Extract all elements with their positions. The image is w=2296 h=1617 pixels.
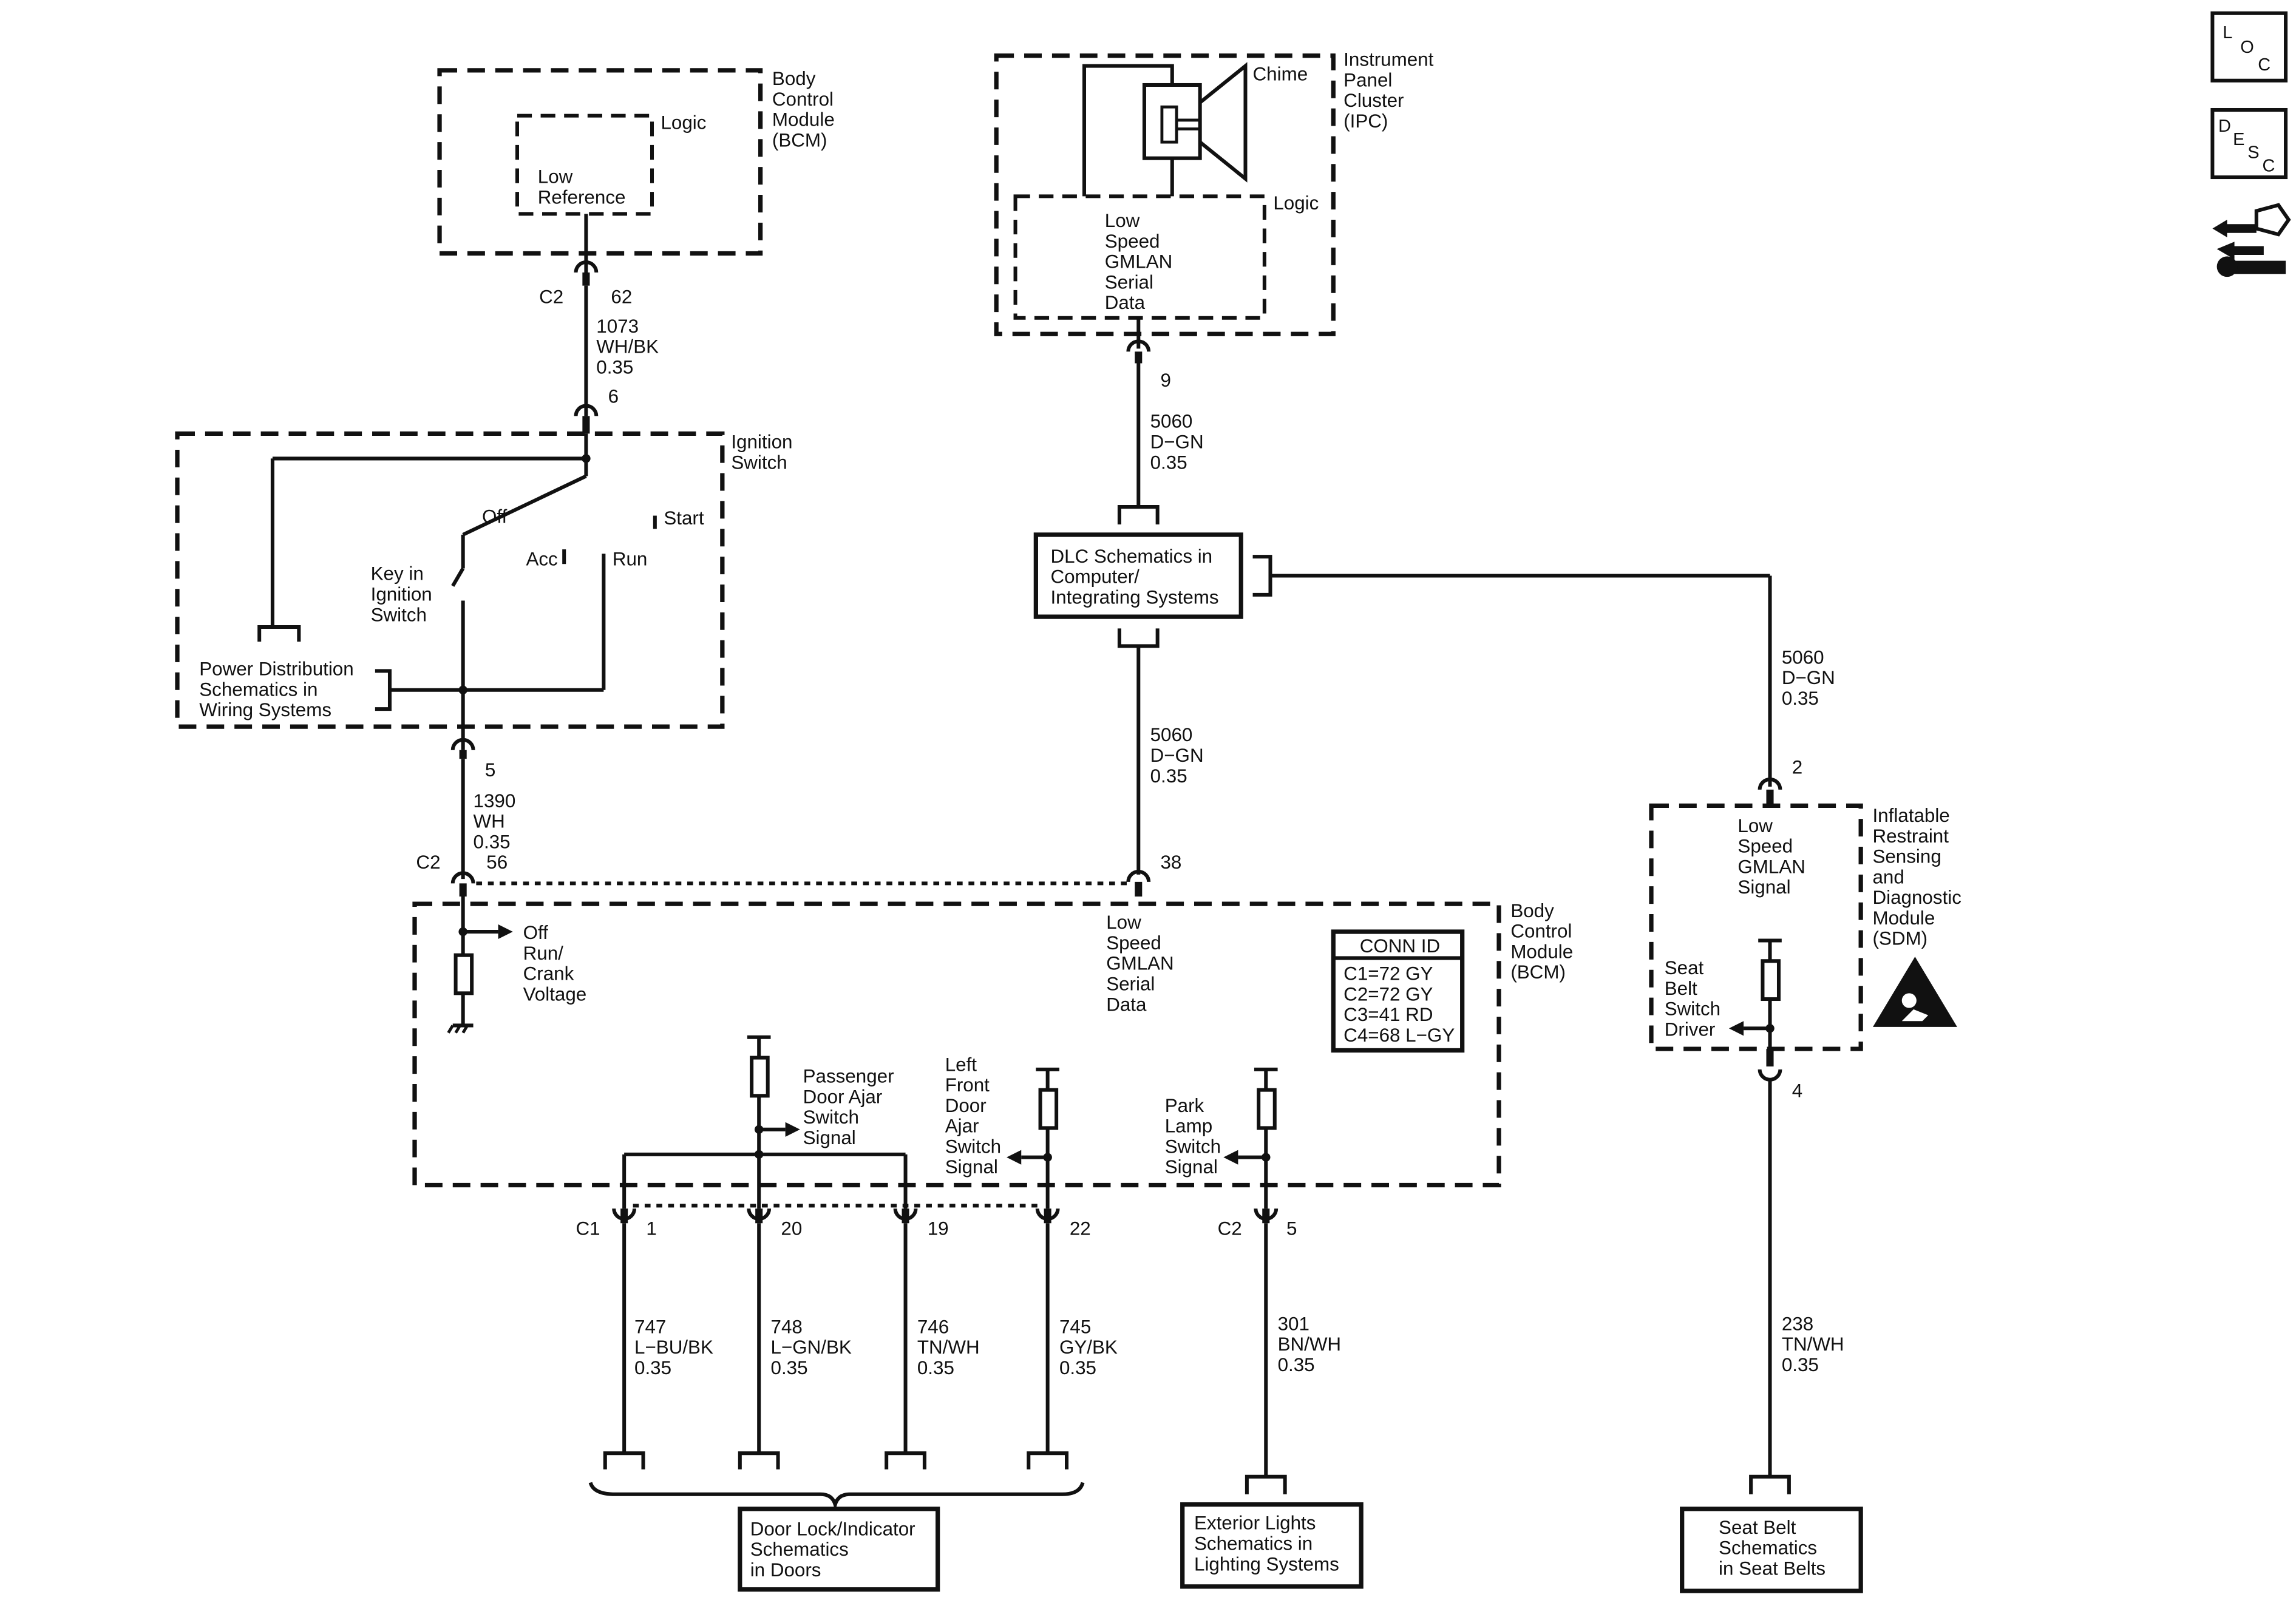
seat-belt-driver-label: Seat Belt Switch Driver bbox=[1665, 957, 1726, 1040]
chime-speaker-icon bbox=[1142, 62, 1248, 183]
conn-id-table: CONN ID C1=72 GY C2=72 GY C3=41 RD C4=68… bbox=[1331, 929, 1465, 1053]
exterior-lights-ref: Exterior Lights Schematics in Lighting S… bbox=[1180, 1502, 1364, 1589]
wire-748-label: 748 L−GN/BK 0.35 bbox=[771, 1316, 857, 1378]
svg-text:Seat Belt Schematics: Seat Belt Schematics in Seat Belts bbox=[1719, 1517, 1826, 1579]
connector-tools-icon[interactable] bbox=[2212, 203, 2291, 277]
bcm-gmlan-label: Low Speed GMLAN Serial Data bbox=[1106, 912, 1179, 1015]
svg-text:CONN ID: CONN ID bbox=[1360, 935, 1440, 957]
connector-pin-9: 9 5060 D−GN 0.35 bbox=[1126, 339, 1209, 473]
svg-text:56: 56 bbox=[486, 852, 508, 873]
svg-text:C2: C2 bbox=[416, 852, 440, 873]
svg-text:19: 19 bbox=[928, 1218, 949, 1239]
park-lamp-label: Park Lamp Switch Signal bbox=[1165, 1095, 1226, 1178]
bottom-wires: 747 L−BU/BK 0.35 748 L−GN/BK 0.35 746 TN… bbox=[603, 1223, 1849, 1494]
door-lock-ref: Door Lock/Indicator Schematics in Doors bbox=[588, 1482, 1085, 1592]
svg-text:2: 2 bbox=[1792, 756, 1802, 778]
bcm-bottom-title: Body Control Module (BCM) bbox=[1510, 900, 1578, 983]
svg-text:S: S bbox=[2247, 143, 2259, 163]
bcm-top-title: Body Control Module (BCM) bbox=[772, 68, 840, 151]
seat-belt-ref: Seat Belt Schematics in Seat Belts bbox=[1680, 1507, 1863, 1593]
connector-pin-38: 38 bbox=[1126, 852, 1181, 897]
svg-text:Run: Run bbox=[613, 549, 648, 570]
bcm-top-low-ref-label: Low Reference bbox=[538, 166, 626, 208]
svg-text:Door Lock/Indicator Sche: Door Lock/Indicator Schematics in Doors bbox=[750, 1518, 921, 1581]
ipc-gmlan-label: Low Speed GMLAN Serial Data bbox=[1105, 210, 1178, 313]
wire-5060-bcm-label: 5060 D−GN 0.35 bbox=[1150, 724, 1209, 787]
svg-text:C1: C1 bbox=[576, 1218, 600, 1239]
ignition-title: Ignition Switch bbox=[731, 432, 798, 473]
svg-text:D: D bbox=[2218, 117, 2231, 136]
ignition-switch: Ignition Switch Off Start Acc Run Key in… bbox=[175, 432, 798, 729]
sdm-title: Inflatable Restraint Sensing and Diagnos… bbox=[1872, 805, 1966, 949]
svg-text:4: 4 bbox=[1792, 1080, 1802, 1102]
svg-text:C: C bbox=[2262, 156, 2275, 175]
connector-pin-4: 4 bbox=[1758, 1049, 1802, 1102]
svg-text:C1=72 GY C2=72 GY: C1=72 GY C2=72 GY C3=41 RD C4=68 L−GY bbox=[1343, 963, 1455, 1046]
passenger-door-label: Passenger Door Ajar Switch Signal bbox=[803, 1066, 900, 1148]
svg-text:Exterior Lights Schemati: Exterior Lights Schematics in Lighting S… bbox=[1194, 1513, 1339, 1575]
wire-745-label: 745 GY/BK 0.35 bbox=[1059, 1316, 1123, 1378]
wire-238-label: 238 TN/WH 0.35 bbox=[1782, 1313, 1849, 1375]
left-front-door-label: Left Front Door Ajar Switch Signal bbox=[945, 1054, 1007, 1178]
sdm-gmlan-label: Low Speed GMLAN Signal bbox=[1737, 815, 1810, 898]
svg-text:C: C bbox=[2258, 55, 2271, 75]
svg-text:C2: C2 bbox=[539, 286, 563, 308]
desc-icon[interactable]: D E S C bbox=[2210, 107, 2288, 180]
bcm-bottom-module: Body Control Module (BCM) Off Run/ Crank… bbox=[412, 897, 1578, 1209]
connector-c1-row: C1 1 20 19 22 bbox=[576, 1204, 1091, 1239]
svg-text:5: 5 bbox=[1286, 1218, 1297, 1239]
svg-text:9: 9 bbox=[1160, 370, 1170, 391]
wire-746-label: 746 TN/WH 0.35 bbox=[917, 1316, 985, 1378]
svg-text:1: 1 bbox=[646, 1218, 656, 1239]
svg-text:Start: Start bbox=[664, 507, 704, 529]
svg-text:Logic: Logic bbox=[1273, 192, 1319, 214]
svg-text:E: E bbox=[2233, 130, 2244, 149]
connector-pin-6: 6 bbox=[574, 386, 619, 434]
key-in-ignition-label: Key in Ignition Switch bbox=[371, 563, 438, 626]
connector-pin-5-ign: 5 1390 WH 0.35 bbox=[450, 737, 521, 853]
connector-c2-56: C2 56 bbox=[416, 852, 508, 897]
svg-text:C2: C2 bbox=[1218, 1218, 1242, 1239]
instrument-panel-cluster: Instrument Panel Cluster (IPC) Logic Chi… bbox=[994, 49, 1439, 349]
bcm-top-logic-label: Logic bbox=[661, 112, 706, 133]
svg-text:20: 20 bbox=[781, 1218, 802, 1239]
wire-747-label: 747 L−BU/BK 0.35 bbox=[634, 1316, 719, 1378]
wire-301-label: 301 BN/WH 0.35 bbox=[1278, 1313, 1347, 1375]
wire-1073-label: 1073 WH/BK 0.35 bbox=[596, 316, 664, 378]
sdm-module: Low Speed GMLAN Signal Inflatable Restra… bbox=[1649, 803, 1966, 1067]
wire-5060-ipc-label: 5060 D−GN 0.35 bbox=[1150, 411, 1209, 473]
svg-text:6: 6 bbox=[608, 386, 619, 407]
svg-text:Acc: Acc bbox=[526, 549, 557, 570]
airbag-warning-icon bbox=[1873, 957, 1957, 1027]
wire-5060-sdm-label: 5060 D−GN 0.35 bbox=[1782, 646, 1841, 709]
off-run-crank-label: Off Run/ Crank Voltage bbox=[523, 922, 587, 1005]
svg-text:L: L bbox=[2223, 23, 2232, 42]
svg-text:Chime: Chime bbox=[1253, 64, 1308, 85]
ground-icon bbox=[447, 1023, 474, 1034]
bcm-top-module: Logic Low Reference Body Control Module … bbox=[437, 68, 840, 256]
wire-1390-label: 1390 WH 0.35 bbox=[474, 790, 521, 853]
connector-c2-62: C2 62 1073 WH/BK 0.35 bbox=[539, 260, 664, 378]
svg-text:62: 62 bbox=[611, 286, 632, 308]
power-distribution-label: Power Distribution Schematics in Wiring … bbox=[199, 659, 359, 721]
dlc-schematics-ref: DLC Schematics in Computer/ Integrating … bbox=[1033, 505, 1272, 648]
svg-text:5: 5 bbox=[485, 759, 495, 781]
svg-text:O: O bbox=[2240, 38, 2254, 57]
svg-text:22: 22 bbox=[1070, 1218, 1091, 1239]
ipc-title: Instrument Panel Cluster (IPC) bbox=[1343, 49, 1439, 132]
dlc-label: DLC Schematics in Computer/ Integrating … bbox=[1050, 546, 1218, 608]
connector-pin-2: 2 bbox=[1758, 756, 1802, 806]
loc-icon[interactable]: L O C bbox=[2210, 11, 2288, 83]
svg-text:Off: Off bbox=[482, 506, 508, 527]
connector-c2-5: C2 5 bbox=[1218, 1208, 1297, 1239]
resistor-icon bbox=[453, 953, 474, 995]
svg-text:38: 38 bbox=[1160, 852, 1181, 873]
